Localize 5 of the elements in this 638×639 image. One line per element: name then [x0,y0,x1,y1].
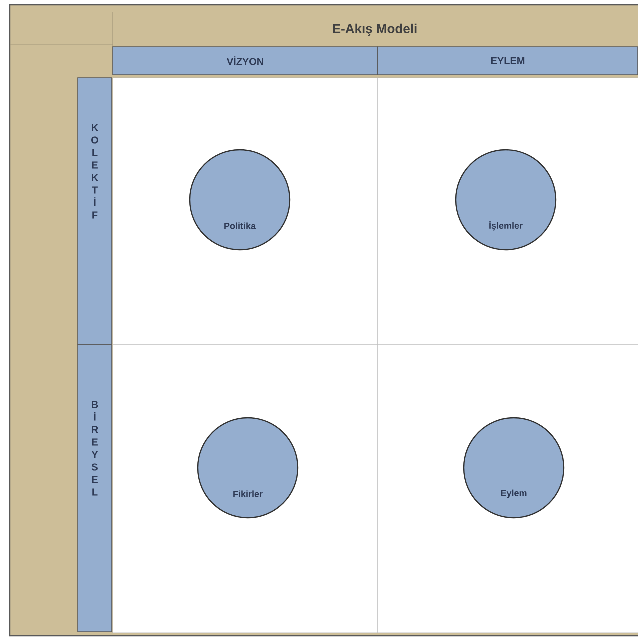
column-header: VİZYON [112,46,378,76]
column-header: EYLEM [378,46,638,76]
row-header: BİREYSEL [78,344,112,632]
row-header: KOLEKTİF [78,78,112,346]
title: E-Akış Modeli [333,24,417,36]
